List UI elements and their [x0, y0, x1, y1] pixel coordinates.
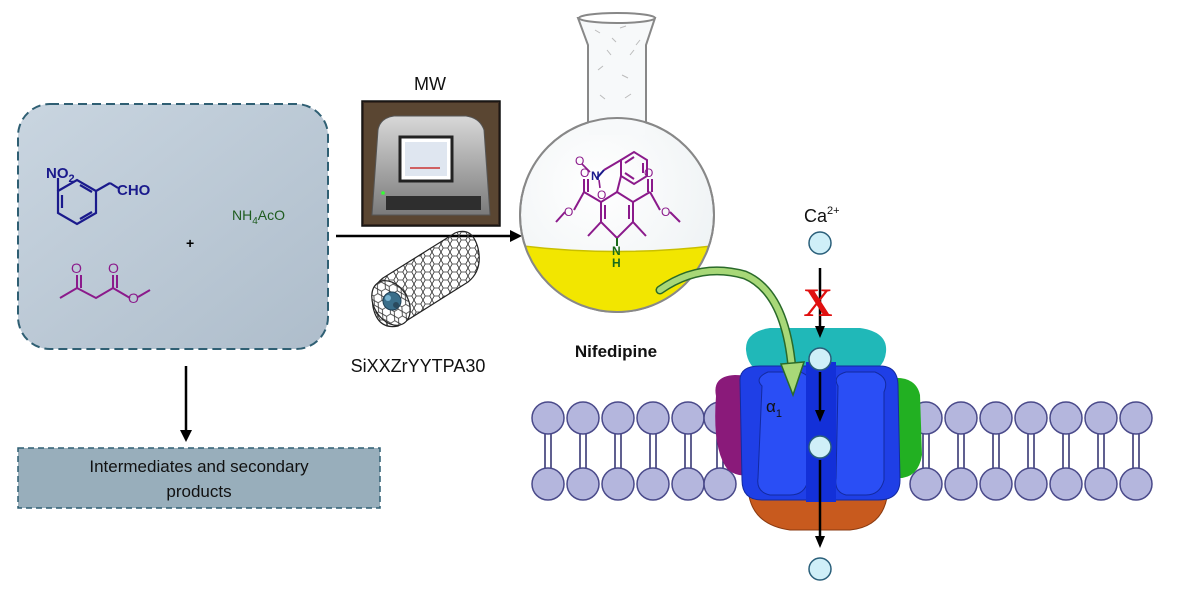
ester-oxygen-left-methoxy: O: [564, 205, 573, 219]
methyl-acetoacetate-structure: [59, 275, 151, 300]
nitro-label: NO: [46, 165, 69, 182]
ion-arrowhead-top: [815, 326, 825, 338]
product-label: Nifedipine: [575, 342, 657, 361]
subunit-label: α: [766, 397, 776, 416]
lipid-head: [944, 467, 978, 501]
ion-arrowhead-bottom: [815, 536, 825, 548]
acetate-label: AcO: [258, 207, 285, 223]
svg-text:NO2: NO2: [46, 165, 75, 185]
lipid-head: [566, 401, 600, 435]
byproduct-arrowhead: [180, 430, 192, 442]
lipid-head: [909, 467, 943, 501]
svg-text:α1: α1: [766, 397, 782, 420]
ion-arrowhead-middle: [815, 410, 825, 422]
byproducts-line2: products: [166, 482, 231, 501]
block-mark: X: [804, 280, 833, 325]
svg-text:NH4AcO: NH4AcO: [232, 207, 285, 227]
nitro-o1-bond: [581, 163, 591, 173]
aldehyde-label: CHO: [117, 182, 151, 199]
plus-sign: +: [186, 235, 194, 251]
catalyst-label: SiXXZrYYTPA30: [351, 356, 486, 376]
lipid-head: [636, 467, 670, 501]
reaction-arrowhead: [510, 230, 522, 242]
lipid-head: [671, 401, 705, 435]
nitro-o2-bond: [598, 179, 601, 189]
lipid-head: [1119, 401, 1153, 435]
calcium-ion-outside: [808, 231, 832, 255]
keto-oxygen: O: [71, 260, 82, 276]
lipid-head: [1049, 467, 1083, 501]
amine-hydrogen: H: [612, 256, 621, 270]
reactants-box: NO2 CHO + NH4AcO O O O: [17, 103, 329, 350]
svg-text:Ca2+: Ca2+: [804, 205, 840, 226]
microwave-label: MW: [414, 74, 446, 94]
calcium-ion-entrance: [808, 347, 832, 371]
lipid-head: [601, 467, 635, 501]
subunit-subscript: 1: [776, 408, 782, 420]
ammonium-subscript: 4: [252, 216, 258, 227]
lipid-head: [979, 401, 1013, 435]
lipid-head: [1119, 467, 1153, 501]
lipid-head: [1049, 401, 1083, 435]
ester-oxygen-right-methoxy: O: [661, 205, 670, 219]
lipid-head: [1084, 467, 1118, 501]
lipid-head: [1014, 467, 1048, 501]
nitro-subscript: 2: [69, 173, 75, 185]
nanotube-catalyst: [371, 230, 480, 328]
lipid-head: [1084, 401, 1118, 435]
microwave-photo: [361, 100, 501, 227]
ammonium-label: NH: [232, 207, 252, 223]
carbonyl-oxygen: O: [108, 260, 119, 276]
lipid-head: [566, 467, 600, 501]
nitrobenzaldehyde-structure: [56, 178, 119, 226]
nitro-oxygen-2: O: [597, 188, 606, 202]
lipid-head: [1014, 401, 1048, 435]
byproducts-box: Intermediates and secondary products: [17, 447, 381, 509]
calcium-label: Ca: [804, 206, 828, 226]
byproducts-line1: Intermediates and secondary: [89, 457, 309, 476]
ester-oxygen-right-carbonyl: O: [644, 166, 653, 180]
alpha1-domain-left: [757, 371, 811, 496]
lipid-head: [531, 401, 565, 435]
lipid-bilayer: [531, 401, 1153, 501]
lipid-head: [601, 401, 635, 435]
nitro-oxygen-1: O: [575, 154, 584, 168]
lipid-head: [703, 467, 737, 501]
nitro-bond: [596, 169, 605, 179]
nifedipine-structure: [555, 150, 681, 246]
lipid-head: [636, 401, 670, 435]
drug-binding-arrow: [655, 266, 806, 398]
lipid-head: [671, 467, 705, 501]
amine-nitrogen: N: [612, 244, 621, 258]
lipid-head: [531, 467, 565, 501]
calcium-charge: 2+: [827, 205, 840, 217]
calcium-ion-pore: [808, 435, 832, 459]
lipid-head: [979, 467, 1013, 501]
ester-oxygen-left-carbonyl: O: [580, 166, 589, 180]
calcium-ion-inside: [808, 557, 832, 581]
ground-glass-texture: [594, 25, 641, 100]
alpha1-domain-right: [835, 371, 887, 496]
methoxy-oxygen: O: [128, 290, 139, 306]
lipid-head: [944, 401, 978, 435]
nitro-nitrogen: N: [591, 169, 600, 183]
